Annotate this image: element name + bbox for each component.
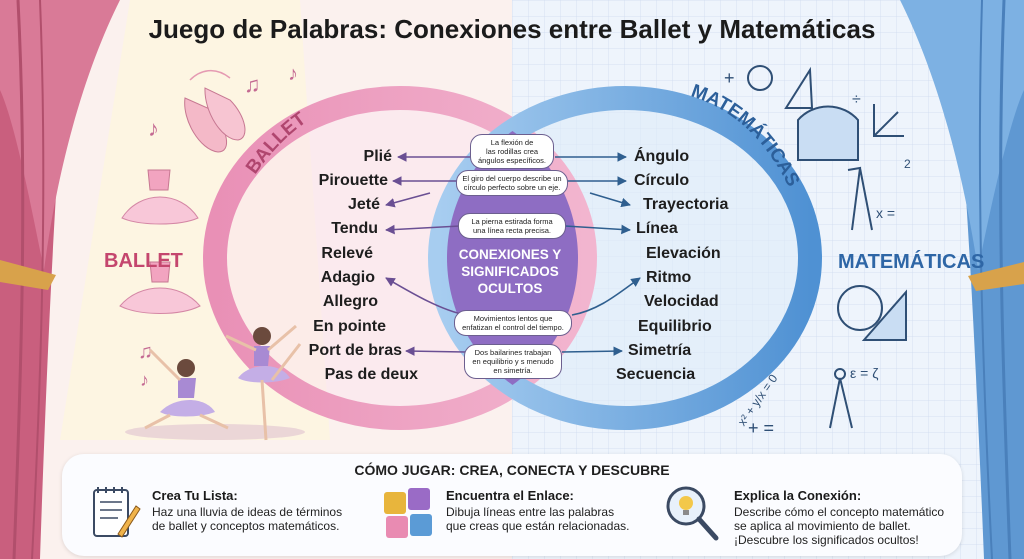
- connection-bubble: La pierna estirada forma una línea recta…: [458, 213, 566, 239]
- svg-text:+: +: [724, 68, 735, 88]
- svg-text:x =: x =: [876, 205, 895, 221]
- intersection-title: CONEXIONES Y SIGNIFICADOS OCULTOS: [458, 247, 562, 296]
- connection-arrows: [385, 152, 641, 356]
- page-title: Juego de Palabras: Conexiones entre Ball…: [148, 14, 876, 44]
- connection-bubble: El giro del cuerpo describe un círculo p…: [456, 170, 568, 196]
- connection-bubble: Movimientos lentos que enfatizan el cont…: [454, 310, 572, 336]
- math-term: Velocidad: [644, 293, 719, 310]
- step-explain-connection: Explica la Conexión: Describe cómo el co…: [734, 488, 945, 547]
- svg-text:♪: ♪: [140, 370, 149, 390]
- svg-text:♪: ♪: [288, 63, 298, 85]
- math-term: Equilibrio: [638, 318, 712, 335]
- step-create-list: Crea Tu Lista: Haz una lluvia de ideas d…: [152, 488, 343, 533]
- svg-text:♪: ♪: [148, 116, 159, 141]
- connection-bubble: La flexión de las rodillas crea ángulos …: [470, 134, 554, 169]
- tutu-illustration: [121, 169, 199, 225]
- music-notes-icon: ♪ ♫ ♪ ♫ ♪: [138, 63, 298, 390]
- ballet-ring: [203, 86, 597, 430]
- ballet-term: Relevé: [321, 245, 373, 262]
- how-to-play-panel: CÓMO JUGAR: CREA, CONECTA Y DESCUBRE Cre…: [62, 454, 962, 556]
- dancers-illustration: [125, 324, 305, 441]
- math-term: Trayectoria: [643, 196, 729, 213]
- ballet-side-label: BALLET: [104, 250, 183, 272]
- math-ring: [428, 86, 822, 430]
- math-term: Ritmo: [646, 269, 692, 286]
- ballet-term: Jeté: [347, 196, 380, 213]
- svg-text:÷: ÷: [852, 91, 861, 108]
- ballet-term: Allegro: [322, 293, 378, 310]
- ballet-term: Port de bras: [308, 342, 402, 359]
- how-to-play-heading: CÓMO JUGAR: CREA, CONECTA Y DESCUBRE: [354, 462, 670, 478]
- right-curtain: [900, 0, 1024, 559]
- notepad-pencil-icon: [93, 487, 141, 538]
- tutu-illustration-2: [119, 261, 201, 314]
- left-curtain: [0, 0, 120, 559]
- math-term: Simetría: [628, 342, 692, 359]
- step-find-link: Encuentra el Enlace: Dibuja líneas entre…: [446, 488, 630, 533]
- ballet-term: Pas de deux: [324, 366, 418, 383]
- math-term: Secuencia: [616, 366, 696, 383]
- svg-text:♫: ♫: [244, 72, 261, 97]
- svg-text:ε = ζ: ε = ζ: [850, 365, 878, 381]
- svg-text:2: 2: [904, 157, 911, 171]
- ballet-term: Tendu: [331, 220, 378, 237]
- ballet-term: Plié: [363, 148, 392, 165]
- svg-text:+ =: + =: [748, 418, 774, 438]
- math-side-label: MATEMÁTICAS: [838, 251, 985, 273]
- connection-bubble: Dos bailarines trabajan en equilibrio y …: [464, 344, 562, 379]
- ballet-term: En pointe: [313, 318, 386, 335]
- svg-text:♫: ♫: [138, 341, 153, 363]
- puzzle-pieces-icon: [384, 488, 432, 538]
- magnifier-lightbulb-icon: [666, 486, 719, 541]
- pointe-shoes-illustration: [184, 69, 246, 153]
- math-tools-illustration: [747, 65, 907, 429]
- math-term: Elevación: [646, 245, 721, 262]
- ballet-term: Adagio: [320, 269, 375, 286]
- math-term: Línea: [636, 220, 678, 237]
- math-term: Ángulo: [634, 148, 690, 165]
- math-term: Círculo: [634, 172, 690, 189]
- ballet-term: Pirouette: [318, 172, 388, 189]
